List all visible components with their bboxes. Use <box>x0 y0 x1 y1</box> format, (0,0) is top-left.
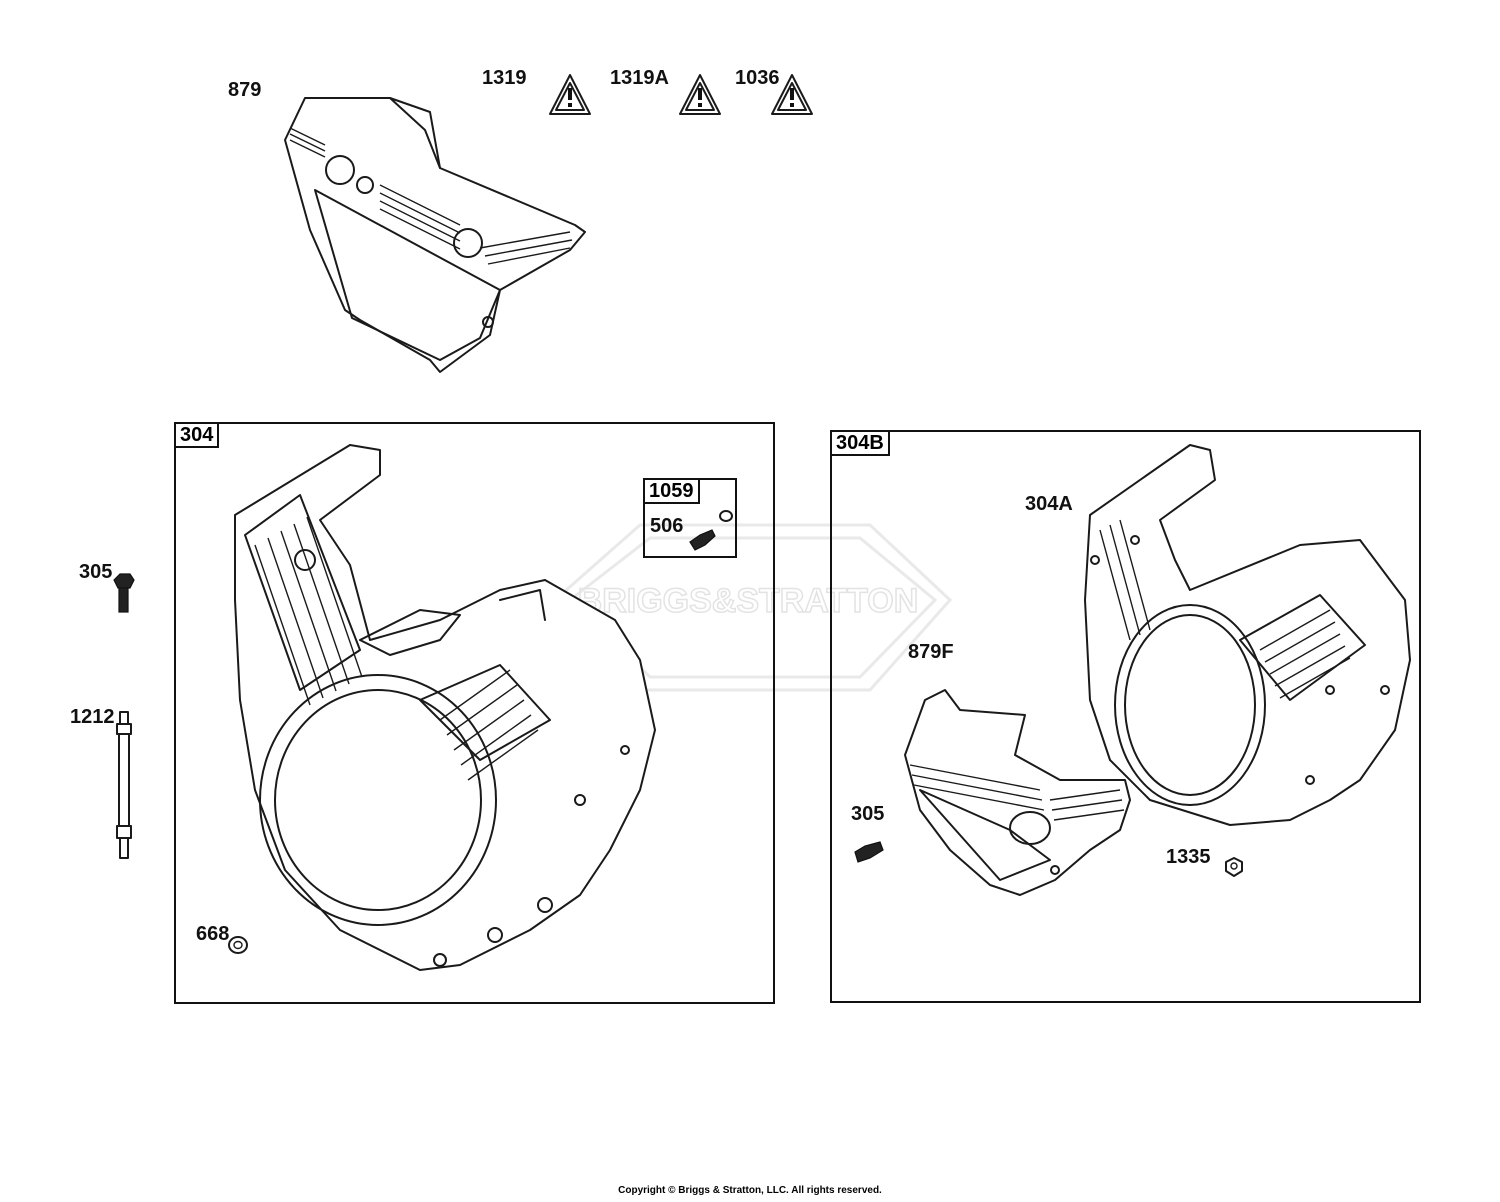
group-box-304b: 304B <box>830 430 1421 1003</box>
part-label-305-right: 305 <box>851 803 885 825</box>
group-tag-1059: 1059 <box>643 478 700 504</box>
shroud-cover-879f <box>904 689 1131 896</box>
group-tag-304: 304 <box>174 422 220 448</box>
blower-housing-304 <box>234 444 656 971</box>
part-label-506: 506 <box>650 515 684 537</box>
screw-305-icon <box>113 573 135 613</box>
group-box-304: 304 <box>174 422 775 1004</box>
stud-1212-icon <box>116 711 132 859</box>
screw-305-right-icon <box>854 841 884 863</box>
group-tag-304b: 304B <box>830 430 890 456</box>
part-label-1319: 1319 <box>482 67 527 89</box>
copyright-notice: Copyright © Briggs & Stratton, LLC. All … <box>618 1185 882 1196</box>
part-label-305-left: 305 <box>79 561 113 583</box>
warning-decal-1036-icon <box>771 74 813 115</box>
part-label-1319a: 1319A <box>610 67 669 89</box>
part-label-879: 879 <box>228 79 262 101</box>
watermark-text: BRIGGS&STRATTON <box>578 582 919 620</box>
nut-1335-icon <box>1225 857 1243 877</box>
warning-decal-1319a-icon <box>679 74 721 115</box>
screw-506-icon <box>689 510 733 551</box>
part-label-879f: 879F <box>908 641 954 663</box>
part-label-1335: 1335 <box>1166 846 1211 868</box>
part-label-1212: 1212 <box>70 706 115 728</box>
nut-668-icon <box>228 936 248 954</box>
part-label-668: 668 <box>196 923 230 945</box>
shroud-cover-879 <box>284 97 586 373</box>
part-label-304a: 304A <box>1025 493 1073 515</box>
blower-housing-304a <box>1084 444 1411 826</box>
warning-decal-1319-icon <box>549 74 591 115</box>
part-label-1036: 1036 <box>735 67 780 89</box>
group-box-1059: 1059 <box>643 478 737 558</box>
brand-watermark: BRIGGS&STRATTON <box>552 523 953 692</box>
